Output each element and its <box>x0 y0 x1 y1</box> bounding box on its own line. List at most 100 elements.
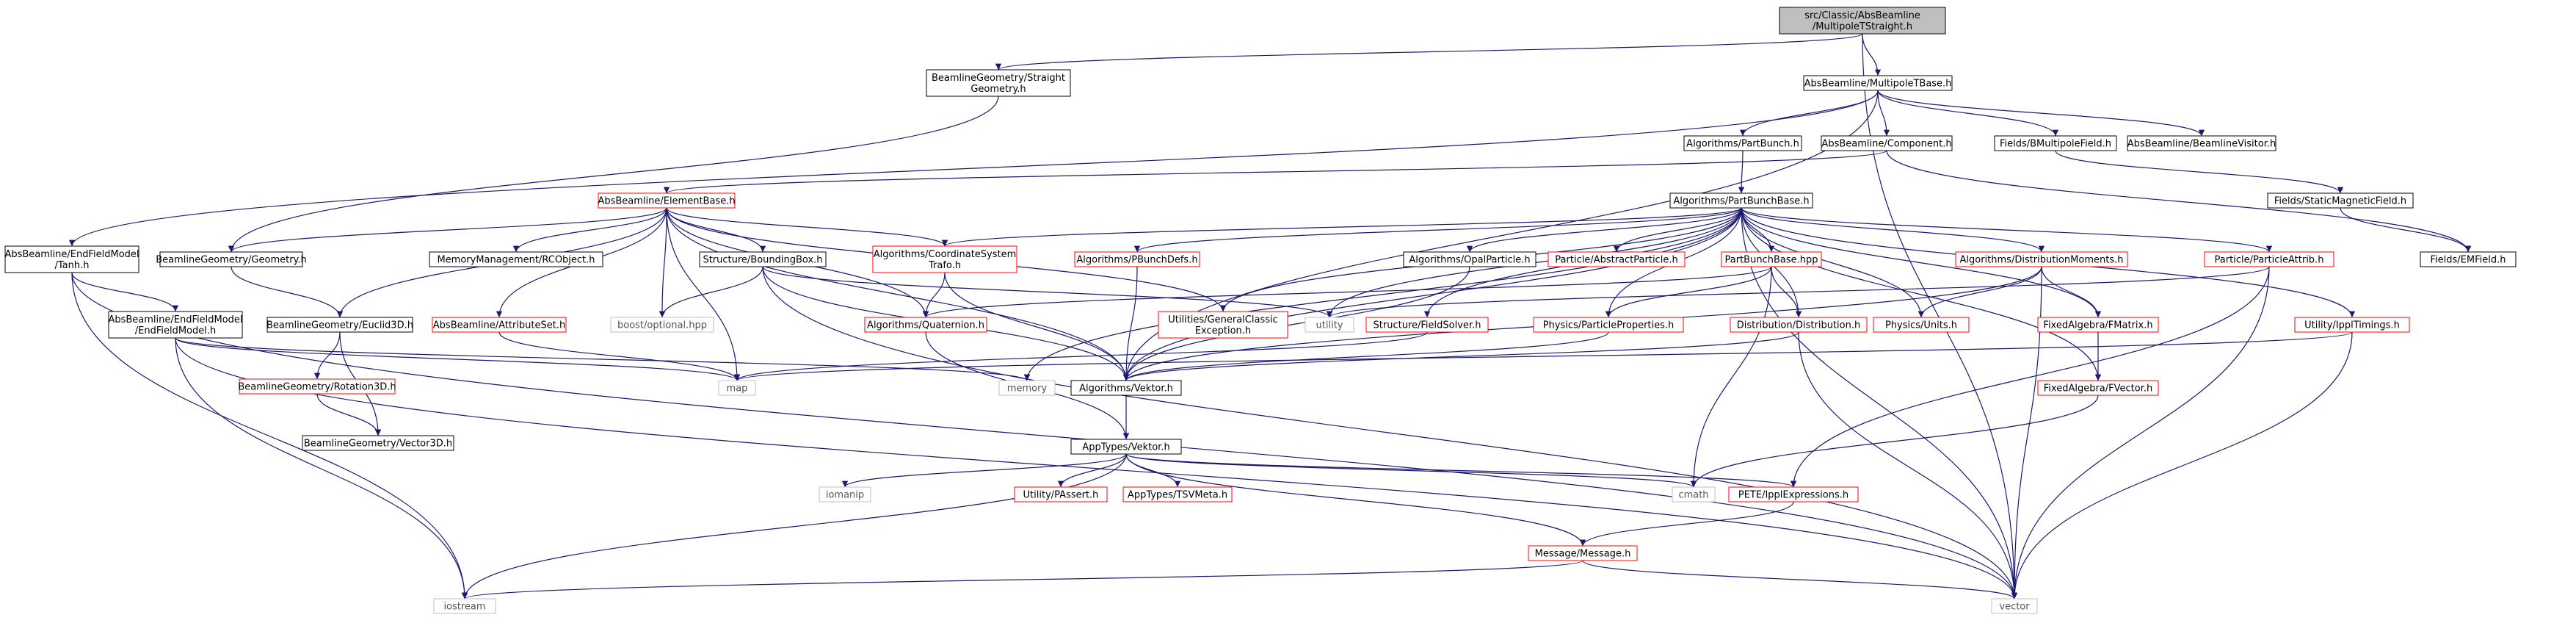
edge-message-to-vector <box>1582 560 2018 599</box>
node-endFieldModel[interactable]: AbsBeamline/EndFieldModel/EndFieldModel.… <box>108 311 243 339</box>
node-physUnits[interactable]: Physics/Units.h <box>1873 317 1970 333</box>
node-partBunch[interactable]: Algorithms/PartBunch.h <box>1683 135 1802 151</box>
node-ipplExpr[interactable]: PETE/IpplExpressions.h <box>1728 486 1859 503</box>
node-box-tanh <box>4 245 139 273</box>
node-attributeSet[interactable]: AbsBeamline/AttributeSet.h <box>432 317 567 333</box>
edge-component-to-emField <box>1886 150 2472 253</box>
node-vector3d[interactable]: BeamlineGeometry/Vector3D.h <box>302 435 454 451</box>
edge-boundingBox-to-boostOptional <box>658 266 763 318</box>
edge-geometry-to-euclid3d <box>231 266 344 318</box>
node-label-opalParticle: Algorithms/OpalParticle.h <box>1409 255 1530 266</box>
node-quaternion[interactable]: Algorithms/Quaternion.h <box>864 317 987 333</box>
node-label-memory: memory <box>1007 383 1048 395</box>
edge-partBunchBase-to-distMoments <box>1741 207 2045 253</box>
node-label-vector: vector <box>1999 602 2030 613</box>
node-label-distribution: Distribution/Distribution.h <box>1737 320 1860 331</box>
node-label-coordTrafo: Algorithms/CoordinateSystem <box>874 249 1017 260</box>
node-label-root: /MultipoleTStraight.h <box>1813 21 1912 32</box>
node-box-utility <box>1305 317 1354 333</box>
edge-staticMag-to-emField <box>2340 207 2472 253</box>
edge-partBunchBase-to-coordTrafo <box>942 207 1742 247</box>
edge-distribution-to-vektorH <box>1123 331 1799 381</box>
node-box-straight_geom <box>926 69 1071 97</box>
node-box-component <box>1821 135 1953 151</box>
node-particleAttrib[interactable]: Particle/ParticleAttrib.h <box>2204 251 2334 267</box>
node-box-beamlineVisitor <box>2127 135 2276 151</box>
node-vektorH[interactable]: Algorithms/Vektor.h <box>1070 380 1182 396</box>
node-label-fvector: FixedAlgebra/FVector.h <box>2044 383 2152 395</box>
node-box-partBunchBase <box>1669 192 1813 209</box>
node-memory[interactable]: memory <box>998 380 1056 396</box>
node-emField[interactable]: Fields/EMField.h <box>2420 251 2517 267</box>
node-distMoments[interactable]: Algorithms/DistributionMoments.h <box>1955 251 2128 267</box>
node-euclid3d[interactable]: BeamlineGeometry/Euclid3D.h <box>266 317 413 333</box>
node-label-bmultipole: Fields/BMultipoleField.h <box>2000 139 2111 150</box>
node-ipplTimings[interactable]: Utility/IpplTimings.h <box>2294 317 2410 333</box>
node-rotation3d[interactable]: BeamlineGeometry/Rotation3D.h <box>238 378 396 395</box>
node-label-partBunchBaseHpp: PartBunchBase.hpp <box>1725 255 1818 266</box>
edge-multipoleTBase-to-beamlineVisitor <box>1877 90 2205 137</box>
edge-elementBase-to-map <box>666 207 741 381</box>
node-label-distMoments: Algorithms/DistributionMoments.h <box>1960 255 2124 266</box>
node-tsvmeta[interactable]: AppTypes/TSVMeta.h <box>1122 486 1233 503</box>
node-component[interactable]: AbsBeamline/Component.h <box>1821 135 1953 151</box>
node-label-geometry: BeamlineGeometry/Geometry.h <box>156 255 307 266</box>
node-bmultipole[interactable]: Fields/BMultipoleField.h <box>1994 135 2117 151</box>
node-box-partBunchBaseHpp <box>1721 251 1822 267</box>
node-box-ipplTimings <box>2294 317 2410 333</box>
node-fieldSolver[interactable]: Structure/FieldSolver.h <box>1365 317 1489 333</box>
edge-bmultipole-to-staticMag <box>2055 150 2344 194</box>
node-mmRCObject[interactable]: MemoryManagement/RCObject.h <box>429 251 603 267</box>
node-utility[interactable]: utility <box>1305 317 1354 333</box>
node-boundingBox[interactable]: Structure/BoundingBox.h <box>699 251 827 267</box>
node-box-bmultipole <box>1994 135 2117 151</box>
edge-partBunchBase-to-vektorH <box>1122 207 1742 381</box>
node-message[interactable]: Message/Message.h <box>1528 545 1638 561</box>
edge-message-to-iostream <box>462 560 1583 599</box>
edge-elementBase-to-vektorH <box>666 207 1130 381</box>
node-map[interactable]: map <box>718 380 756 396</box>
node-fvector[interactable]: FixedAlgebra/FVector.h <box>2037 380 2159 396</box>
node-distribution[interactable]: Distribution/Distribution.h <box>1730 317 1868 333</box>
edge-partBunchBase-to-physUnits <box>1741 207 1925 318</box>
edge-appVektor-to-passert <box>1057 453 1127 488</box>
node-fmatrix[interactable]: FixedAlgebra/FMatrix.h <box>2037 317 2159 333</box>
node-appVektor[interactable]: AppTypes/Vektor.h <box>1070 439 1182 455</box>
edge-opalParticle-to-vektorH <box>1122 266 1470 381</box>
node-box-boundingBox <box>699 251 827 267</box>
node-box-cmath <box>1672 486 1716 503</box>
node-passert[interactable]: Utility/PAssert.h <box>1014 486 1108 503</box>
node-elementBase[interactable]: AbsBeamline/ElementBase.h <box>598 192 736 209</box>
edge-appVektor-to-iostream <box>461 453 1127 599</box>
node-box-map <box>718 380 756 396</box>
node-geometry[interactable]: BeamlineGeometry/Geometry.h <box>156 251 307 267</box>
node-box-mmRCObject <box>429 251 603 267</box>
node-abstractParticle[interactable]: Particle/AbstractParticle.h <box>1548 251 1686 267</box>
node-boostOptional[interactable]: boost/optional.hpp <box>610 317 714 333</box>
node-tanh[interactable]: AbsBeamline/EndFieldModel/Tanh.h <box>4 245 139 273</box>
node-box-endFieldModel <box>108 311 243 339</box>
node-staticMag[interactable]: Fields/StaticMagneticField.h <box>2267 192 2414 209</box>
edge-elementBase-to-geometry <box>228 207 667 253</box>
node-label-generalClassicException: Utilities/GeneralClassic <box>1168 314 1278 325</box>
node-multipoleTBase[interactable]: AbsBeamline/MultipoleTBase.h <box>1803 75 1953 91</box>
node-label-partBunch: Algorithms/PartBunch.h <box>1686 139 1799 150</box>
node-iomanip[interactable]: iomanip <box>819 486 871 503</box>
node-label-ipplExpr: PETE/IpplExpressions.h <box>1738 490 1848 501</box>
node-vector[interactable]: vector <box>1991 598 2038 614</box>
edge-fvector-to-cmath <box>1690 395 2099 488</box>
node-partBunchBaseHpp[interactable]: PartBunchBase.hpp <box>1721 251 1822 267</box>
node-physProps[interactable]: Physics/ParticleProperties.h <box>1533 317 1684 333</box>
node-cmath[interactable]: cmath <box>1672 486 1716 503</box>
node-opalParticle[interactable]: Algorithms/OpalParticle.h <box>1403 251 1536 267</box>
edge-distribution-to-vector <box>1798 331 2018 599</box>
node-pbunchDefs[interactable]: Algorithms/PBunchDefs.h <box>1074 251 1200 267</box>
node-iostream[interactable]: iostream <box>433 598 496 614</box>
file-nodes: src/Classic/AbsBeamline/MultipoleTStraig… <box>4 7 2517 614</box>
node-partBunchBase[interactable]: Algorithms/PartBunchBase.h <box>1669 192 1813 209</box>
node-beamlineVisitor[interactable]: AbsBeamline/BeamlineVisitor.h <box>2127 135 2276 151</box>
